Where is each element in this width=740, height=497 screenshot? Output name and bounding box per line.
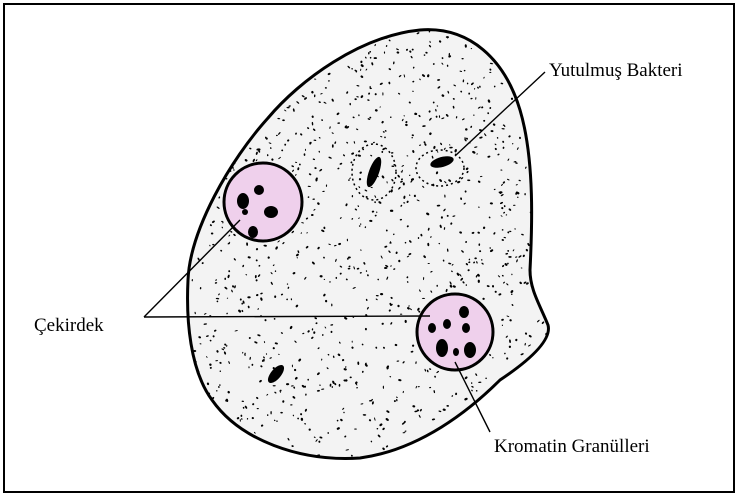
- chromatin-granule: [453, 348, 459, 356]
- cytoplasm-granule: [270, 411, 271, 414]
- cytoplasm-granule: [292, 364, 293, 367]
- chromatin-granule: [237, 193, 249, 209]
- nucleus-lower: [417, 294, 493, 370]
- chromatin-granule: [264, 206, 278, 218]
- chromatin-granule: [459, 306, 469, 318]
- label-chromatin-granules: Kromatin Granülleri: [494, 436, 650, 457]
- cytoplasm-granule: [197, 371, 200, 372]
- cytoplasm-granule: [422, 298, 425, 299]
- chromatin-granule: [242, 209, 248, 215]
- label-engulfed-bacteria: Yutulmuş Bakteri: [549, 60, 683, 81]
- nucleus-upper: [224, 163, 302, 241]
- cytoplasm-granule: [485, 378, 487, 380]
- cell-membrane: [188, 30, 549, 459]
- cytoplasm-granule: [247, 296, 250, 298]
- cytoplasm-granule: [309, 428, 311, 430]
- cytoplasm-granule: [360, 223, 361, 224]
- chromatin-granule: [436, 339, 448, 357]
- cytoplasm-granule: [412, 49, 414, 51]
- chromatin-granule: [248, 226, 258, 238]
- label-nucleus: Çekirdek: [34, 315, 104, 336]
- cytoplasm-granule: [273, 385, 276, 386]
- cytoplasm-granule: [400, 314, 402, 315]
- chromatin-granule: [464, 342, 476, 358]
- chromatin-granule: [254, 185, 264, 195]
- cytoplasm-granule: [461, 58, 463, 59]
- cytoplasm-granule: [374, 57, 377, 59]
- chromatin-granule: [428, 323, 436, 333]
- chromatin-granule: [462, 323, 470, 333]
- chromatin-granule: [443, 319, 451, 329]
